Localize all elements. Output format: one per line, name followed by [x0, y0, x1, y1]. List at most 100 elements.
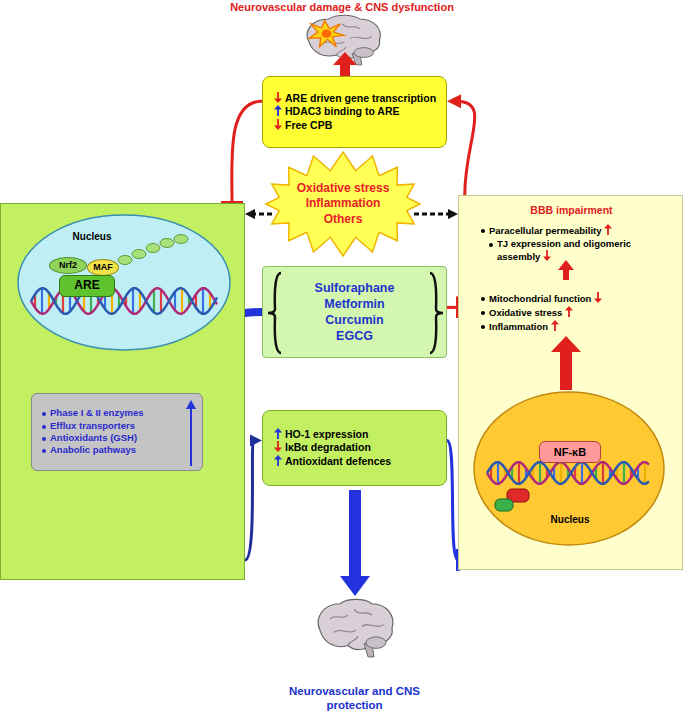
change-arrow [551, 320, 559, 331]
text-line: ARE [74, 278, 99, 294]
connector [447, 440, 458, 559]
base-pair [539, 462, 541, 484]
base-pair [41, 288, 43, 314]
label-text: Sulforaphane [315, 281, 395, 295]
text-line: Others [272, 212, 414, 228]
text-line: Antioxidant defences [271, 455, 438, 469]
damage-core [322, 30, 332, 38]
dna-element-box: ARE [59, 275, 115, 297]
text-line: MAF [93, 262, 113, 274]
label-text: Antioxidant defences [285, 455, 391, 467]
connector [252, 213, 272, 216]
label-text: Others [324, 212, 363, 226]
compound-box: SulforaphaneMetforminCurcuminEGCG [262, 266, 447, 358]
brace [430, 273, 443, 353]
change-arrow [565, 306, 573, 317]
dna-strand [487, 462, 649, 483]
label-text: Paracellular permeability [489, 225, 601, 236]
base-pair [132, 288, 134, 313]
caption-label: Neurovascular damage & CNS dysfunction [202, 1, 482, 15]
protein-ellipse: Nrf2 [49, 257, 87, 274]
base-pair [497, 462, 499, 484]
base-pair [153, 290, 155, 313]
label-text: Nucleus [73, 231, 112, 242]
base-pair [581, 462, 583, 484]
text-line: Inflammation [489, 320, 679, 333]
label-text: MAF [93, 262, 113, 272]
text-line: Phase I & II enzymes [50, 407, 176, 419]
label-text: TJ expression and oligomeric assembly [497, 238, 631, 262]
arrow-head [604, 224, 612, 229]
label-text: Curcumin [325, 313, 383, 327]
text-line: NF-κB [554, 445, 586, 459]
change-arrow [274, 455, 282, 466]
arrow-shaft [349, 490, 361, 578]
connector [414, 213, 451, 216]
label-text: Nrf2 [59, 260, 77, 270]
effect-box: Phase I & II enzymesEfflux transportersA… [31, 393, 203, 471]
protein-bead [118, 256, 132, 265]
text-line: Oxidative stress [272, 181, 414, 197]
text-line: Efflux transporters [50, 420, 176, 432]
text-line: Paracellular permeability [489, 224, 679, 237]
protein-bead [160, 239, 174, 248]
protected-brain [318, 599, 393, 656]
text-line: HDAC3 binding to ARE [271, 105, 438, 119]
arrow-head [558, 260, 574, 270]
base-pair [160, 290, 162, 313]
label-text: Antioxidants (GSH) [50, 432, 137, 443]
base-pair [602, 462, 604, 484]
arrow-head [565, 306, 573, 311]
label-text: Inflammation [306, 196, 381, 210]
text-line: ARE driven gene transcription [271, 92, 438, 106]
text-line: Anabolic pathways [50, 444, 176, 456]
text-line: Sulforaphane [287, 280, 422, 296]
label-text: Oxidative stress [489, 307, 562, 318]
caption-label: Neurovascular and CNS protection [262, 684, 447, 713]
change-arrow [604, 224, 612, 235]
base-pair [202, 288, 204, 314]
base-pair [644, 462, 646, 484]
text-line: BBB impairment [459, 204, 683, 218]
change-arrow [594, 292, 602, 303]
cerebellum [354, 48, 374, 58]
base-pair [560, 462, 562, 484]
label-text: Mitochondrial function [489, 293, 591, 304]
starburst-shape [266, 152, 420, 256]
stress-starburst: Oxidative stressInflammationOthers [272, 162, 414, 246]
arrow-head [274, 125, 282, 130]
text-line: Inflammation [272, 196, 414, 212]
brain-outline [307, 15, 380, 58]
cerebellum [366, 637, 386, 648]
connector [245, 440, 254, 560]
change-arrow [274, 105, 282, 116]
change-arrow [274, 92, 282, 103]
pathway-panel: NucleusNrf2 MAF ARE Phase I & II enzymesEff… [0, 203, 245, 580]
base-pair [181, 288, 183, 313]
damage-burst [309, 21, 344, 47]
change-arrow [274, 428, 282, 439]
arrow-head [551, 336, 581, 352]
process-box: ARE driven gene transcriptionHDAC3 bindi… [262, 76, 447, 148]
label-text: Inflammation [489, 321, 548, 332]
change-arrow [543, 250, 551, 261]
arrow-head [543, 257, 551, 262]
base-pair [518, 462, 520, 484]
protein-bead [174, 235, 188, 244]
nucleus-outline [474, 392, 664, 545]
text-line: Metformin [287, 296, 422, 312]
text-line: Nrf2 [59, 260, 77, 272]
arrow-head [274, 428, 282, 433]
label-text: Oxidative stress [297, 181, 390, 195]
increase-arrow [190, 408, 192, 466]
change-arrow [274, 441, 282, 452]
label-text: HDAC3 binding to ARE [285, 105, 400, 117]
connector [232, 101, 262, 203]
cofactor-shape [495, 499, 513, 511]
protein-ellipse: MAF [87, 259, 119, 276]
text-line: HO-1 expression [271, 428, 438, 442]
protective-effect-box: HO-1 expressionIκBα degradationAntioxida… [262, 410, 447, 486]
arrow-head [274, 98, 282, 103]
label-text: HO-1 expression [285, 428, 368, 440]
text-line: IκBα degradation [271, 441, 438, 455]
